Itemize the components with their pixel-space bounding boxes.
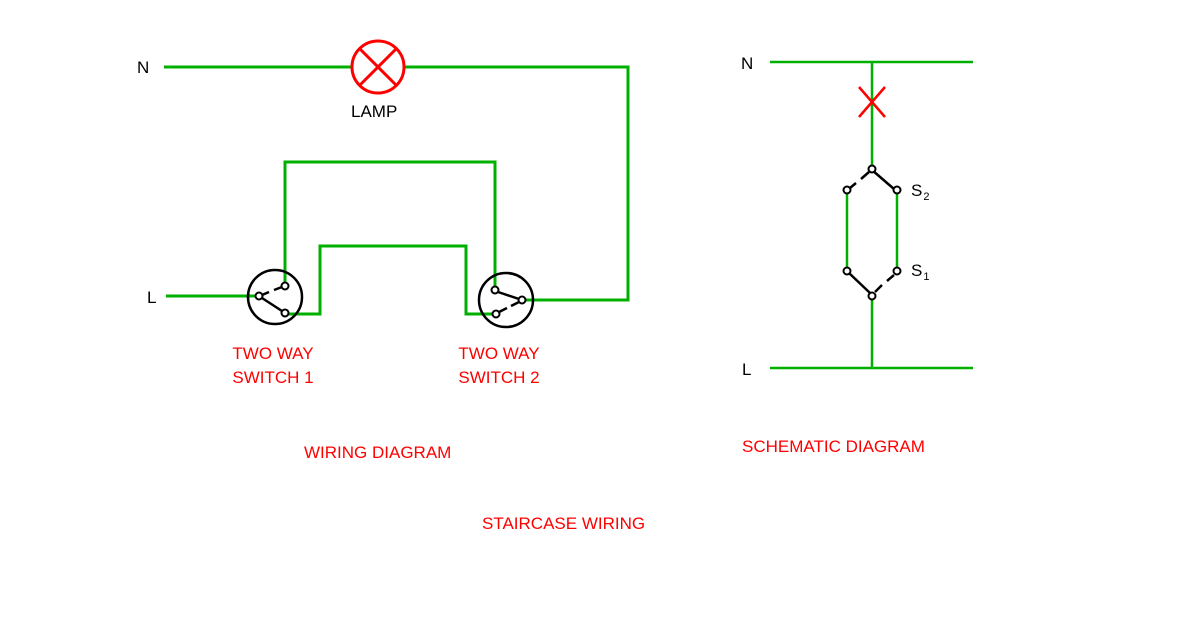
schematic-switch-s2-icon — [842, 164, 902, 195]
wiring-live-label: L — [147, 288, 156, 307]
switch2-label-line1: TWO WAY — [458, 344, 539, 363]
schematic-neutral-label: N — [741, 54, 753, 73]
switch-s1-label: S1 — [911, 261, 929, 283]
two-way-switch-2-icon — [477, 271, 535, 329]
wiring-diagram: N L LAMP TWO WAY SWITCH 1 TWO WAY SWITCH… — [137, 39, 630, 462]
main-title: STAIRCASE WIRING — [482, 514, 645, 533]
schematic-lamp-icon — [858, 86, 886, 118]
traveler-wire-lower — [286, 244, 496, 316]
switch-s2-letter: S — [911, 181, 922, 200]
traveler-wire-upper — [283, 160, 497, 287]
switch-s1-subscript: 1 — [923, 271, 929, 283]
lamp-icon — [350, 39, 406, 95]
schematic-live-label: L — [742, 360, 751, 379]
switch1-label-line2: SWITCH 1 — [232, 368, 313, 387]
switch-s1-letter: S — [911, 261, 922, 280]
lamp-label: LAMP — [351, 102, 397, 121]
schematic-switch-s1-icon — [842, 266, 902, 301]
wiring-neutral-label: N — [137, 58, 149, 77]
switch2-label-line2: SWITCH 2 — [458, 368, 539, 387]
two-way-switch-1-icon — [246, 268, 304, 326]
schematic-diagram: N L S2 S1 SCHEMATIC DIAGRAM — [741, 54, 973, 456]
switch1-label-line1: TWO WAY — [232, 344, 313, 363]
switch-s2-subscript: 2 — [923, 191, 929, 203]
schematic-diagram-title: SCHEMATIC DIAGRAM — [742, 437, 925, 456]
switch-s2-label: S2 — [911, 181, 929, 203]
wiring-diagram-title: WIRING DIAGRAM — [304, 443, 451, 462]
lamp-to-switch2-wire — [405, 65, 630, 302]
